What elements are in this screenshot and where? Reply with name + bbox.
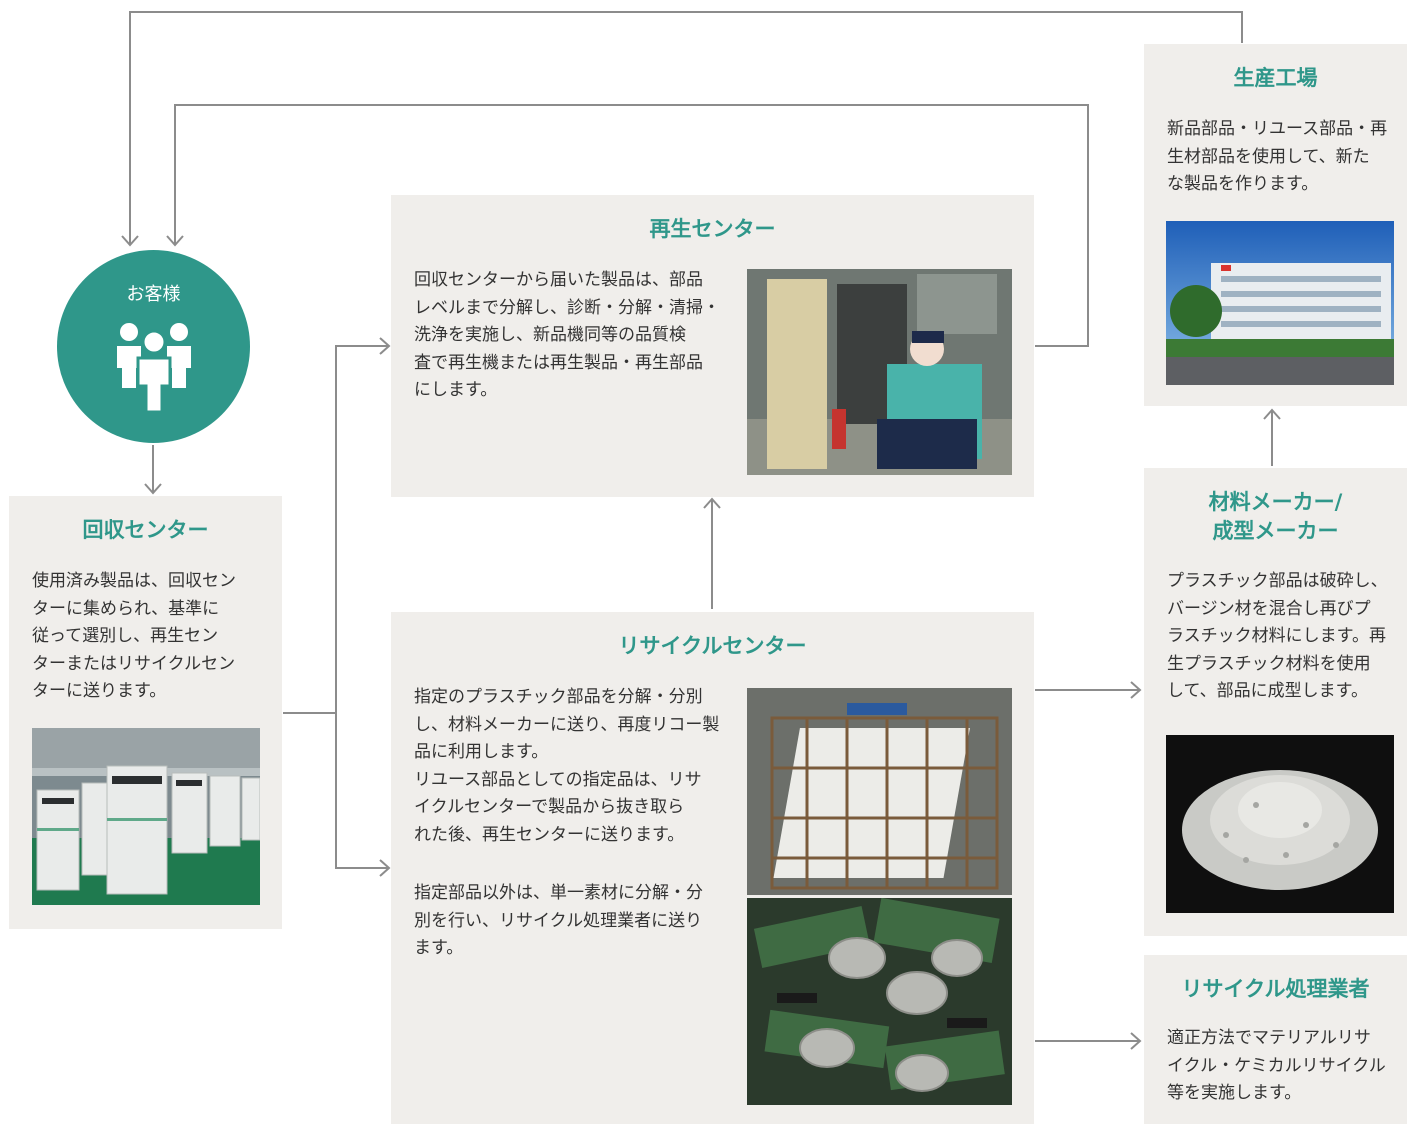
- collection-center-box: 回収センター 使用済み製品は、回収セン ターに集められ、基準に 従って選別し、再…: [9, 496, 282, 929]
- arrowhead-right: [1130, 681, 1142, 699]
- plastic-pellets-photo: [1166, 735, 1394, 913]
- plastic-parts-cage-photo: [747, 688, 1012, 895]
- arrowhead-down: [144, 483, 162, 495]
- material-maker-title-line2: 成型メーカー: [1212, 519, 1339, 543]
- recycling-center-title: リサイクルセンター: [618, 634, 807, 658]
- connector-remanufacturing-to-customer: [174, 104, 1089, 347]
- arrowhead-up: [703, 497, 721, 509]
- material-maker-title-line1: 材料メーカー/: [1208, 490, 1343, 514]
- recycling-center-box: リサイクルセンター 指定のプラスチック部品を分解・分別 し、材料メーカーに送り、…: [391, 612, 1034, 1124]
- customer-label: お客様: [126, 284, 181, 305]
- arrowhead-right: [1130, 1032, 1142, 1050]
- arrowhead-right: [379, 337, 391, 355]
- material-maker-text: プラスチック部品は破砕し、 バージン材を混合し再びプ ラスチック材料にします。再…: [1167, 571, 1388, 701]
- factory-box: 生産工場 新品部品・リユース部品・再 生材部品を使用して、新た な製品を作ります…: [1144, 44, 1407, 406]
- arrowhead-up: [1263, 408, 1281, 420]
- factory-text: 新品部品・リユース部品・再 生材部品を使用して、新た な製品を作ります。: [1167, 119, 1388, 194]
- arrowhead-down: [166, 235, 184, 247]
- remanufacturing-center-text: 回収センターから届いた製品は、部品 レベルまで分解し、診断・分解・清掃・ 洗浄を…: [414, 270, 720, 400]
- material-maker-box: 材料メーカー/ 成型メーカー プラスチック部品は破砕し、 バージン材を混合し再び…: [1144, 468, 1407, 936]
- remanufacturing-center-box: 再生センター 回収センターから届いた製品は、部品 レベルまで分解し、診断・分解・…: [391, 195, 1034, 497]
- recycling-processor-text: 適正方法でマテリアルリサ イクル・ケミカルリサイクル 等を実施します。: [1167, 1028, 1386, 1103]
- arrowhead-right: [379, 859, 391, 877]
- remanufacturing-center-title: 再生センター: [649, 217, 776, 241]
- recycling-center-text-1: 指定のプラスチック部品を分解・分別 し、材料メーカーに送り、再度リコー製 品に利…: [414, 687, 720, 845]
- worker-disassembly-photo: [747, 269, 1012, 475]
- arrowhead-down: [121, 235, 139, 247]
- collection-center-text: 使用済み製品は、回収セン ターに集められ、基準に 従って選別し、再生セン ターま…: [32, 571, 236, 701]
- warehouse-copiers-photo: [32, 728, 260, 905]
- collection-center-title: 回収センター: [82, 518, 209, 542]
- customer-node: お客様: [57, 250, 250, 443]
- factory-building-photo: [1166, 221, 1394, 385]
- people-icon: [117, 323, 191, 412]
- recycling-processor-box: リサイクル処理業者 適正方法でマテリアルリサ イクル・ケミカルリサイクル 等を実…: [1144, 955, 1407, 1124]
- recycling-center-text-2: 指定部品以外は、単一素材に分解・分 別を行い、リサイクル処理業者に送り ます。: [414, 883, 703, 958]
- factory-title: 生産工場: [1233, 66, 1318, 90]
- recycling-processor-title: リサイクル処理業者: [1181, 977, 1370, 1001]
- connector-factory-to-customer: [129, 11, 1243, 245]
- circuit-boards-photo: [747, 898, 1012, 1105]
